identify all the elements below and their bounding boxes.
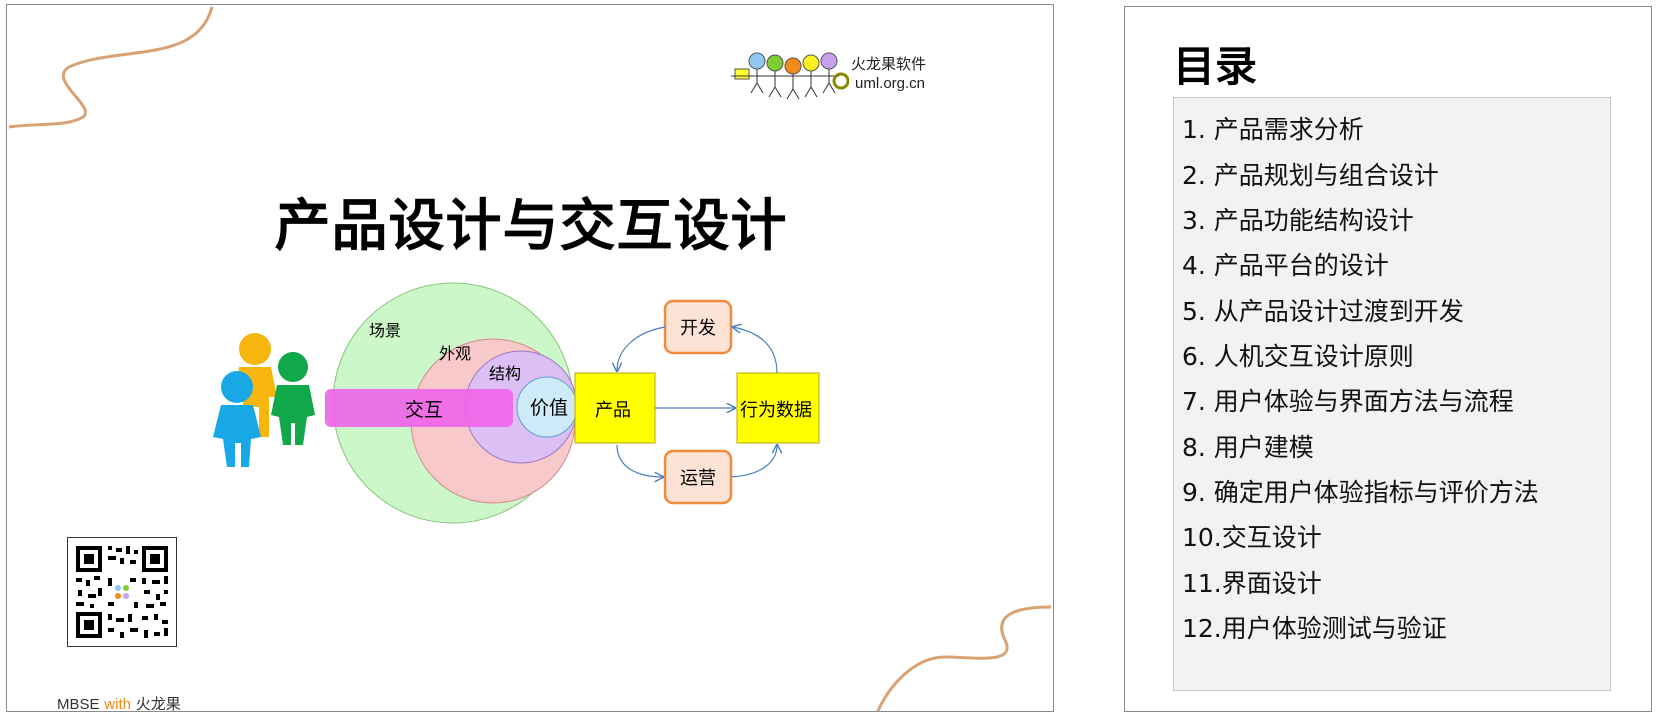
interaction-bar [325,389,513,427]
toc-item-7[interactable]: 7. 用户体验与界面方法与流程 [1182,387,1514,416]
product-label: 产品 [595,400,631,421]
toc-item-8[interactable]: 8. 用户建模 [1182,433,1314,462]
toc-item-9[interactable]: 9. 确定用户体验指标与评价方法 [1182,478,1539,507]
design-layers-diagram: 场景 外观 结构 交互 价值 [325,282,578,524]
behavior-data-label: 行为数据 [740,400,812,421]
operate-label: 运营 [680,468,716,489]
company-logo-icon [731,52,849,100]
people-figures-icon [213,333,315,467]
toc-item-3[interactable]: 3. 产品功能结构设计 [1182,206,1414,235]
toc-panel: 目录 1. 产品需求分析 2. 产品规划与组合设计 3. 产品功能结构设计 4.… [1124,6,1652,712]
toc-item-12[interactable]: 12.用户体验测试与验证 [1182,614,1447,643]
footer-suffix: 火龙果 [135,695,181,712]
structure-label: 结构 [489,364,521,383]
toc-list: 1. 产品需求分析 2. 产品规划与组合设计 3. 产品功能结构设计 4. 产品… [1173,97,1611,691]
logo-company-name: 火龙果软件 [851,55,927,73]
behavior-data-box [736,372,820,444]
develop-label: 开发 [680,318,716,339]
toc-item-10[interactable]: 10.交互设计 [1182,523,1322,552]
qr-code-icon [76,546,168,638]
scene-label: 场景 [369,321,401,340]
toc-item-1[interactable]: 1. 产品需求分析 [1182,115,1364,144]
decorative-wave-top [8,6,214,129]
qr-code [67,537,177,647]
toc-item-4[interactable]: 4. 产品平台的设计 [1182,251,1389,280]
toc-item-5[interactable]: 5. 从产品设计过渡到开发 [1182,297,1464,326]
slide-preview[interactable]: 火龙果软件 uml.org.cn 产品设计与交互设计 场景 外观 结构 交互 价… [6,4,1054,712]
product-flow-diagram: 产品 行为数据 开发 运营 [574,299,820,505]
value-label: 价值 [530,397,568,419]
footer-prefix: MBSE [57,696,100,712]
toc-item-11[interactable]: 11.界面设计 [1182,569,1322,598]
toc-item-6[interactable]: 6. 人机交互设计原则 [1182,342,1414,371]
toc-title: 目录 [1173,42,1258,91]
product-box [574,372,656,444]
slide-title: 产品设计与交互设计 [274,194,788,259]
logo-url: uml.org.cn [855,75,926,92]
toc-item-2[interactable]: 2. 产品规划与组合设计 [1182,161,1439,190]
interaction-label: 交互 [405,399,443,421]
footer-brand: MBSE with 火龙果 [57,693,181,712]
footer-with: with [104,696,131,712]
decorative-wave-bottom [876,605,1052,711]
appearance-label: 外观 [439,344,471,363]
